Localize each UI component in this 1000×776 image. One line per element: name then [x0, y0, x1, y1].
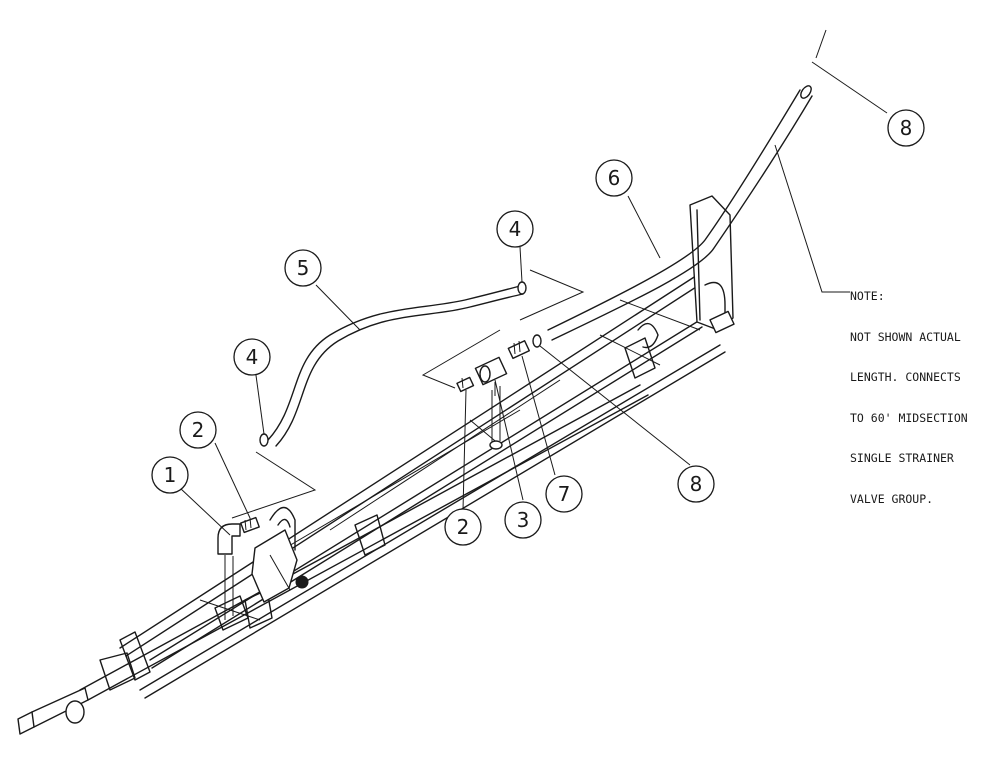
note-line: NOT SHOWN ACTUAL: [850, 329, 961, 344]
hose-barb-fitting-center: [456, 376, 475, 393]
callout-label: 1: [164, 463, 177, 487]
end-bracket: [689, 195, 734, 331]
hose-6: [547, 85, 813, 341]
callout-label: 7: [558, 482, 571, 506]
roller: [65, 700, 85, 724]
callout-6: 6: [595, 159, 633, 197]
note-line: SINGLE STRAINER: [850, 451, 954, 465]
boom-frame: [17, 195, 735, 735]
callout-4-top: 4: [496, 210, 534, 248]
callout-1: 1: [151, 456, 189, 494]
note-line: VALVE GROUP.: [850, 491, 934, 506]
callout-label: 3: [517, 508, 530, 532]
callout-2-center: 2: [444, 508, 482, 546]
note-line: NOTE:: [850, 289, 885, 303]
callout-label: 2: [192, 418, 205, 442]
callout-4-left: 4: [233, 338, 271, 376]
hinge-bracket: [251, 529, 298, 603]
note-line: LENGTH. CONNECTS: [850, 370, 961, 384]
callout-2-left: 2: [179, 411, 217, 449]
callout-label: 4: [509, 217, 522, 241]
callout-5: 5: [284, 249, 322, 287]
leader-lines: [179, 29, 888, 536]
clamp-left: [259, 433, 269, 447]
callout-label: 5: [297, 256, 310, 280]
elbow-fitting: [217, 523, 241, 555]
hose-barb-fitting-left: [240, 516, 260, 534]
callout-3: 3: [504, 501, 542, 539]
tee-fitting: [474, 356, 508, 396]
hose-barb-fitting-right: [507, 340, 530, 360]
callout-8-right: 8: [677, 465, 715, 503]
callout-label: 4: [246, 345, 259, 369]
callout-8-top: 8: [887, 109, 925, 147]
callout-label: 8: [900, 116, 913, 140]
explode-lines: [224, 269, 585, 598]
callout-7: 7: [545, 475, 583, 513]
note-text: NOTE: NOT SHOWN ACTUAL LENGTH. CONNECTS …: [850, 263, 968, 520]
hose-5: [267, 285, 524, 447]
callout-label: 8: [690, 472, 703, 496]
callout-label: 2: [457, 515, 470, 539]
clamp-right: [532, 334, 542, 348]
clamp-top: [517, 281, 527, 295]
callout-label: 6: [608, 166, 621, 190]
note-line: TO 60' MIDSECTION: [850, 410, 968, 425]
